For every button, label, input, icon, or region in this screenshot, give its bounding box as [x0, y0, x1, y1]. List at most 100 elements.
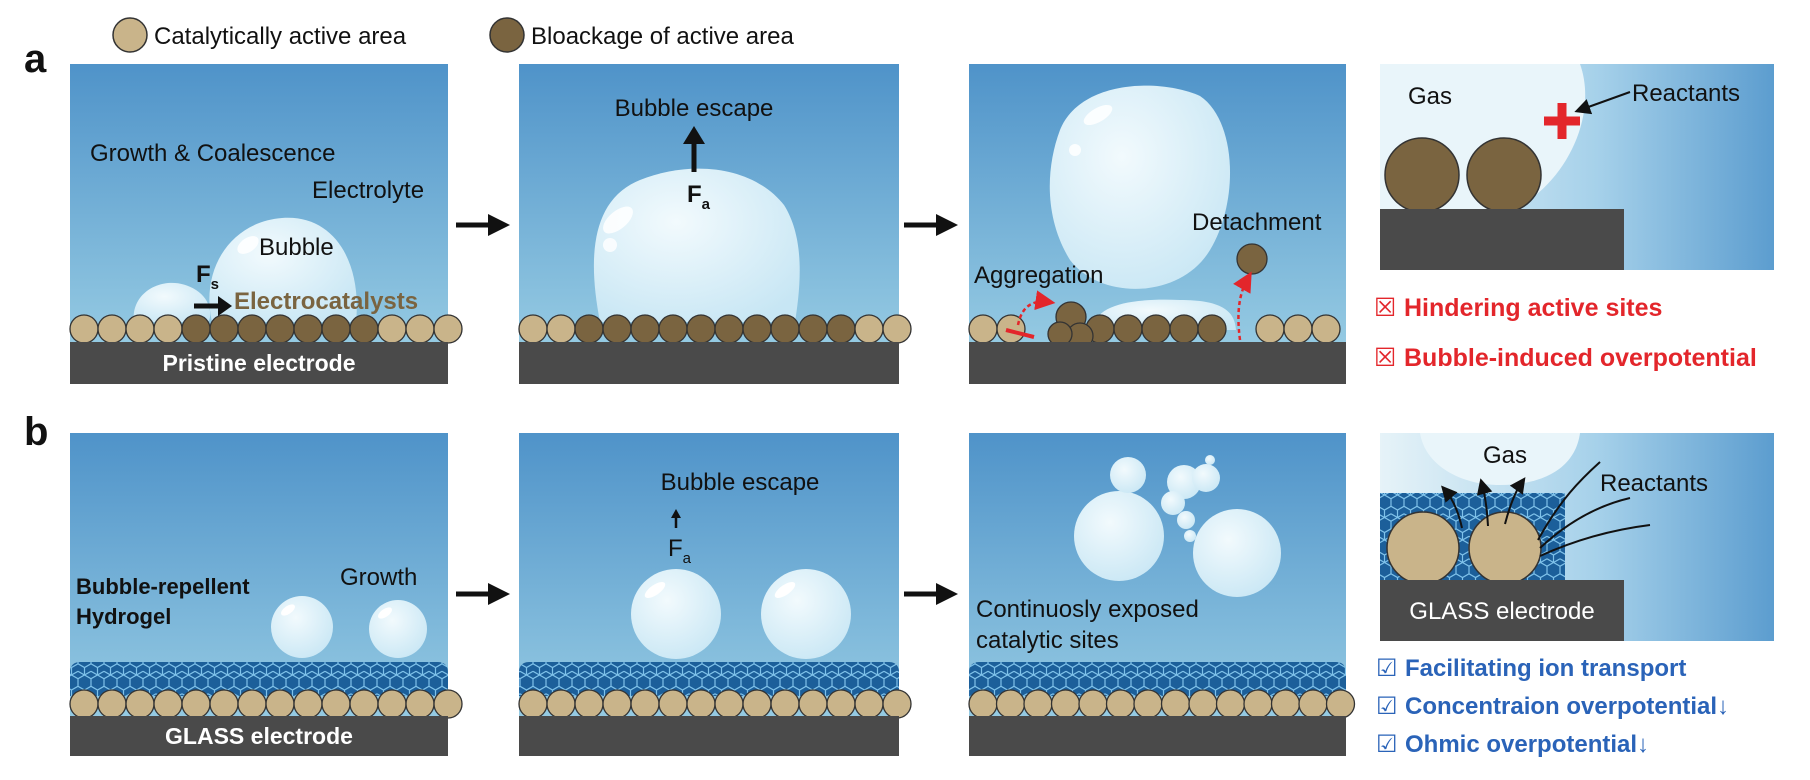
growing-bubble	[271, 596, 333, 658]
legend-active-label: Catalytically active area	[154, 23, 407, 50]
legend-blocked-label: Bloackage of active area	[531, 23, 794, 50]
legend-blocked-swatch	[489, 17, 525, 53]
electrode-label: GLASS electrode	[165, 723, 353, 749]
catalyst-particle	[181, 689, 211, 719]
legend-active-swatch	[112, 17, 148, 53]
catalyst-particle	[349, 689, 379, 719]
catalyst-particle	[433, 314, 463, 344]
electrode	[519, 342, 899, 384]
panel-a2: Bubble escape Fa	[518, 64, 912, 384]
catalyst-particle	[518, 314, 548, 344]
escaping-bubble	[593, 168, 800, 322]
force-label: Fs	[196, 261, 219, 293]
catalyst-particle	[968, 689, 998, 719]
escape-label: Bubble escape	[615, 95, 774, 122]
catalyst-particle	[574, 314, 604, 344]
catalyst-particle	[854, 314, 884, 344]
catalyst-particle	[293, 689, 323, 719]
electrode	[70, 716, 448, 756]
catalyst-particle	[770, 689, 800, 719]
catalyst-particle	[1311, 314, 1341, 344]
catalyst-particle	[1050, 689, 1081, 719]
catalyst-particle	[125, 314, 155, 344]
gap-marker	[1005, 328, 1035, 339]
effect-marker: ☒	[1374, 344, 1396, 372]
catalyst-particle	[265, 689, 295, 719]
hydrogel-layer	[969, 662, 1346, 696]
catalyst-particle	[1255, 314, 1285, 344]
exposed-sites-label: catalytic sites	[976, 627, 1119, 654]
catalyst-particle	[153, 314, 183, 344]
catalyst-particle	[1243, 689, 1273, 719]
reactants-label: Reactants	[1632, 80, 1740, 107]
catalyst-particle	[265, 314, 295, 344]
catalyst-particle	[1197, 314, 1227, 344]
catalyst-particle	[826, 689, 856, 719]
hydrogel-layer	[70, 662, 448, 696]
catalyst-particle	[1188, 689, 1218, 719]
electrode	[1380, 209, 1624, 270]
catalyst-particle	[405, 314, 435, 344]
catalyst-particle	[602, 314, 632, 344]
electrode	[70, 342, 448, 384]
electrode	[1380, 580, 1624, 641]
catalyst-particle	[1113, 314, 1143, 344]
detached-particle	[1236, 243, 1268, 275]
catalyst-particle	[546, 689, 576, 719]
catalyst-particle	[1141, 314, 1171, 344]
catalyst-particle	[237, 314, 267, 344]
catalyst-particle	[798, 314, 828, 344]
reactant-arrow	[1574, 91, 1631, 115]
catalyst-particle	[1169, 314, 1199, 344]
row-a-letter: a	[24, 37, 47, 81]
catalyst-particle	[405, 689, 435, 719]
gas-label: Gas	[1408, 83, 1452, 110]
benefit-marker: ☑	[1376, 731, 1398, 758]
catalyst-particle	[69, 689, 99, 719]
electrode	[519, 716, 899, 756]
catalyst-particle	[1160, 689, 1191, 719]
panel-a3: Aggregation Detachment	[968, 64, 1346, 384]
hydrogel-label: Hydrogel	[76, 604, 171, 629]
catalyst-particle	[996, 314, 1026, 344]
catalyst-particle	[742, 689, 772, 719]
aggregation-arrow	[1016, 290, 1056, 326]
electrode	[969, 716, 1346, 756]
force-label: Fa	[668, 535, 692, 567]
small-bubble	[133, 282, 211, 322]
catalyst-particle	[433, 689, 463, 719]
catalyst-particle	[1283, 314, 1313, 344]
benefit-marker: ☑	[1376, 655, 1398, 682]
catalyst-row	[968, 689, 1356, 719]
panel-b2: Bubble escape Fa	[518, 433, 912, 756]
gas-bubble	[1420, 433, 1580, 485]
catalyst-row	[518, 689, 912, 719]
electrolyte-label: Electrolyte	[312, 177, 424, 204]
escaping-bubble	[631, 569, 721, 659]
escaping-bubble	[761, 569, 851, 659]
catalyst-particle	[1298, 689, 1328, 719]
catalyst-particle	[97, 314, 127, 344]
aggregation-label: Aggregation	[974, 262, 1103, 289]
catalyst-particle	[826, 314, 856, 344]
force-label: Fa	[687, 181, 711, 213]
panel-b4: GLASS electrode Gas Reactants	[1380, 433, 1774, 641]
hydrogel-layer	[519, 662, 899, 696]
catalyst-particle	[209, 314, 239, 344]
catalyst-particle	[574, 689, 604, 719]
growing-bubble	[369, 600, 427, 658]
effect-overpotential: Bubble-induced overpotential	[1404, 344, 1757, 372]
reactants-label: Reactants	[1600, 470, 1708, 497]
exposed-sites-label: Continuosly exposed	[976, 596, 1199, 623]
escaping-bubble	[1193, 509, 1281, 597]
catalyst-particle	[69, 314, 99, 344]
catalyst-particle	[377, 314, 407, 344]
detachment-label: Detachment	[1192, 209, 1322, 236]
catalyst-particle	[770, 314, 800, 344]
catalyst-particle	[882, 314, 912, 344]
catalyst-particle	[602, 689, 632, 719]
detached-bubble	[1049, 85, 1231, 289]
catalyst-particle	[630, 689, 660, 719]
catalyst-particle	[293, 314, 323, 344]
